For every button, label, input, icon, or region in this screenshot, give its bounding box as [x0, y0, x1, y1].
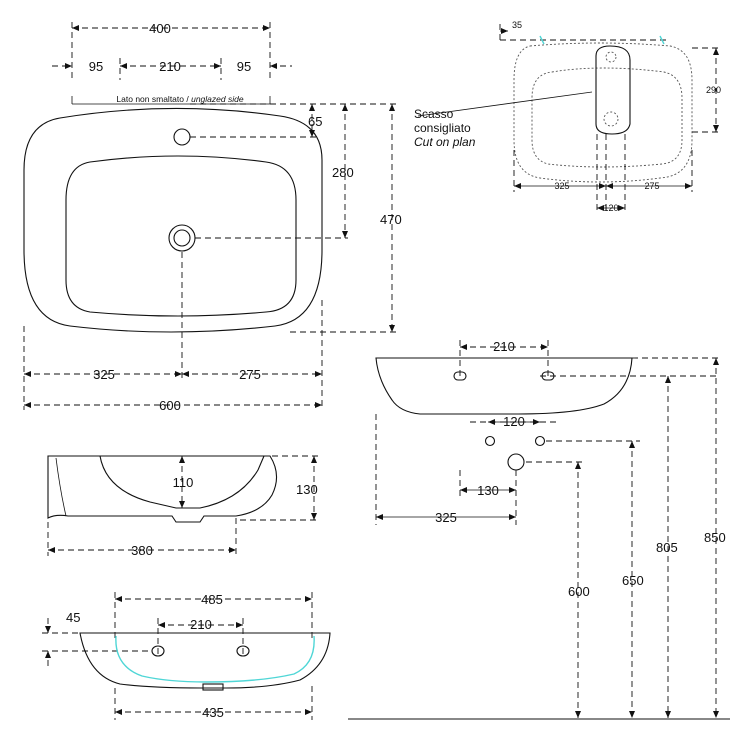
drain-outer [168, 224, 196, 252]
front-hole-left [151, 645, 165, 657]
installation-view: 210 120 130 325 600 650 805 850 [348, 339, 730, 720]
dim-hole-drop: 45 [66, 610, 80, 625]
cutout-dim-width: 120 [603, 203, 618, 213]
install-dim-hole-spacing-top: 210 [493, 339, 515, 354]
basin-inner-bowl [65, 155, 297, 317]
dim-right-half: 275 [239, 367, 261, 382]
install-dim-hole-spacing-mid: 120 [503, 414, 525, 429]
cutout-dim-top-offset: 35 [512, 20, 522, 30]
dim-left-half: 325 [93, 367, 115, 382]
dim-spacing-right: 95 [237, 59, 251, 74]
dim-overall-depth: 470 [380, 212, 402, 227]
dim-overall-length: 600 [159, 398, 181, 413]
dim-spacing-left: 95 [89, 59, 103, 74]
install-dim-600: 600 [568, 584, 590, 599]
cutout-dim-right: 275 [644, 181, 659, 191]
cutout-region [595, 45, 631, 135]
cutout-label-it-1: Scasso [414, 107, 454, 121]
basin-outer-outline [23, 107, 323, 333]
install-dim-650: 650 [622, 573, 644, 588]
install-fix-left [484, 435, 496, 447]
install-dim-left-offset: 325 [435, 510, 457, 525]
install-dim-waste-offset: 130 [477, 483, 499, 498]
dim-section-height: 130 [296, 482, 318, 497]
dim-section-length: 380 [131, 543, 153, 558]
section-outline [47, 455, 278, 523]
plan-view: 400 95 210 95 Lato non smaltato / unglaz… [23, 21, 402, 413]
front-hole-right [236, 645, 250, 657]
tap-hole [173, 128, 191, 146]
unglazed-label-it: Lato non smaltato / [116, 94, 189, 104]
section-bowl [99, 455, 265, 509]
cutout-label-en: Cut on plan [414, 135, 476, 149]
cutout-detail: 35 Scasso consigliato Cut on plan 290 32… [414, 20, 721, 214]
install-dim-805: 805 [656, 540, 678, 555]
unglazed-label-en: unglazed side [191, 94, 244, 104]
dim-bottom-width: 435 [202, 705, 224, 720]
install-dim-850: 850 [704, 530, 726, 545]
dim-overall-width: 400 [149, 21, 171, 36]
install-hole-left [453, 371, 467, 381]
dim-tap-offset: 65 [308, 114, 322, 129]
side-section: 110 130 380 [47, 455, 318, 558]
cutout-label-it-2: consigliato [414, 121, 471, 135]
cutout-basin-outline [513, 42, 693, 183]
unglazed-label: Lato non smaltato / unglazed side [116, 94, 243, 104]
install-basin-outline [375, 357, 633, 415]
cutout-dim-height: 290 [706, 85, 721, 95]
glaze-edge [115, 635, 315, 683]
dim-spacing-middle: 210 [159, 59, 181, 74]
cutout-bowl-outline [531, 67, 683, 168]
install-waste [507, 453, 525, 471]
front-outline [79, 632, 331, 689]
front-view: 485 210 45 435 [42, 592, 331, 720]
dim-inner-depth: 110 [173, 475, 194, 490]
install-fix-right [534, 435, 546, 447]
dim-drain-depth: 280 [332, 165, 354, 180]
dim-hole-spacing: 210 [190, 617, 212, 632]
drain-inner [173, 229, 191, 247]
dim-top-width: 485 [201, 592, 223, 607]
cutout-dim-left: 325 [554, 181, 569, 191]
